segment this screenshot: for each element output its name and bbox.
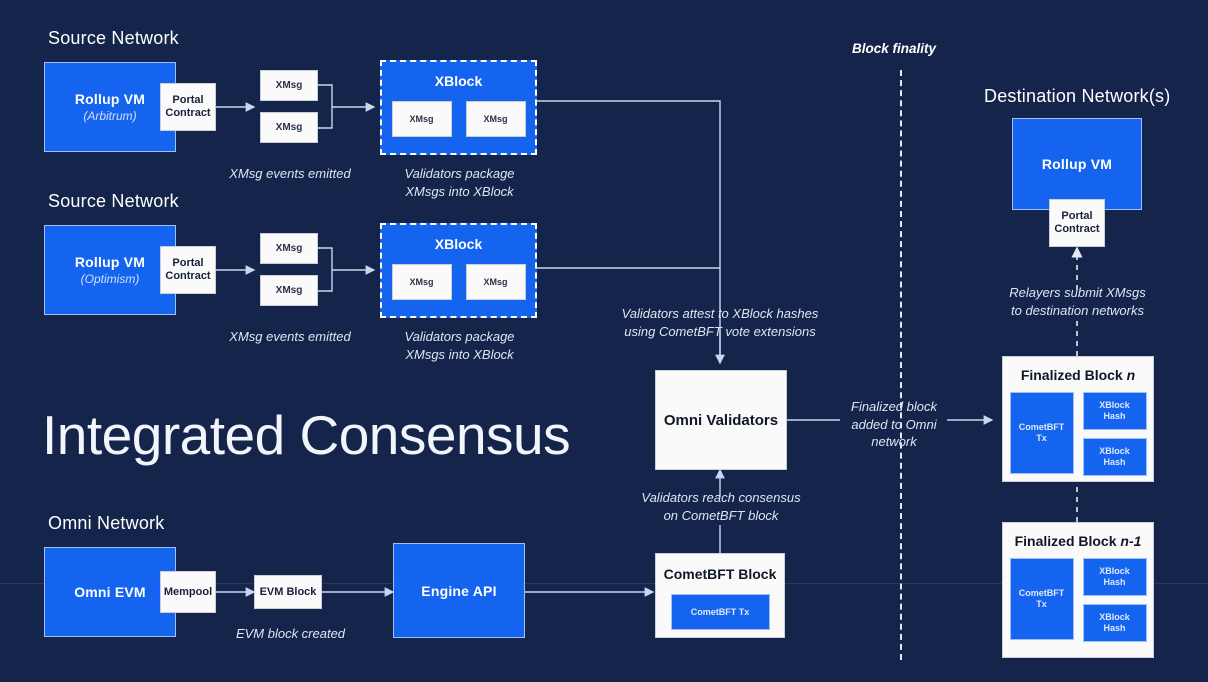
engine-api-label: Engine API xyxy=(421,582,497,599)
cometbft-tx-chip: CometBFT Tx xyxy=(1009,558,1074,640)
rollup-vm-chain: (Optimism) xyxy=(80,272,140,286)
evm-block-label: EVM Block xyxy=(259,585,317,598)
cometbft-tx-chip: CometBFT Tx xyxy=(670,594,770,630)
xmsg-event-1b[interactable]: XMsg xyxy=(260,112,318,143)
xmsg-event-2b[interactable]: XMsg xyxy=(260,275,318,306)
finalized-block-index: n-1 xyxy=(1120,533,1142,549)
relayer-caption: Relayers submit XMsgs to destination net… xyxy=(1009,285,1146,318)
xmsg-label: XMsg xyxy=(275,243,303,254)
destination-network-title: Destination Network(s) xyxy=(984,86,1171,106)
omni-evm-label: Omni EVM xyxy=(74,584,146,600)
finalized-block-title-prefix: Finalized Block xyxy=(1020,367,1127,383)
cometbft-block-box[interactable]: CometBFT Block CometBFT Tx xyxy=(655,553,785,638)
portal-contract-label: Portal Contract xyxy=(165,94,211,119)
portal-contract-arbitrum[interactable]: Portal Contract xyxy=(160,83,216,131)
portal-contract-optimism[interactable]: Portal Contract xyxy=(160,246,216,294)
guide-line-horizontal xyxy=(0,583,1208,584)
rollup-vm-name: Rollup VM xyxy=(1041,156,1113,172)
xmsg-event-2a[interactable]: XMsg xyxy=(260,233,318,264)
rollup-vm-optimism[interactable]: Rollup VM (Optimism) xyxy=(44,225,176,315)
finalized-block-caption: Finalized block added to Omni network xyxy=(851,399,937,450)
block-finality-label: Block finality xyxy=(852,41,937,56)
xmsg-events-caption-1: XMsg events emitted xyxy=(229,166,351,181)
omni-validators-box[interactable]: Omni Validators xyxy=(655,370,787,470)
xblock-hash-chip: XBlock Hash xyxy=(1082,558,1147,596)
finalized-block-n[interactable]: Finalized Block n CometBFT Tx XBlock Has… xyxy=(1002,356,1154,482)
xblock-1[interactable]: XBlock XMsg XMsg xyxy=(380,60,537,155)
page-title: Integrated Consensus xyxy=(42,404,571,466)
xblock-title: XBlock xyxy=(434,236,483,252)
xblock-hash-chip: XBlock Hash xyxy=(1082,604,1147,642)
xmsg-events-caption-2: XMsg events emitted xyxy=(229,329,351,344)
finalized-block-index: n xyxy=(1126,367,1136,383)
mempool-box[interactable]: Mempool xyxy=(160,571,216,613)
xmsg-label: XMsg xyxy=(275,80,303,91)
consensus-caption: Validators reach consensus on CometBFT b… xyxy=(641,490,801,523)
omni-network-title: Omni Network xyxy=(48,513,165,533)
source-network-2-title: Source Network xyxy=(48,191,179,211)
xblock-xmsg-2b: XMsg xyxy=(465,264,526,300)
xblock-xmsg-1a: XMsg xyxy=(391,101,452,137)
rollup-vm-arbitrum[interactable]: Rollup VM (Arbitrum) xyxy=(44,62,176,152)
destination-rollup-vm[interactable]: Rollup VM xyxy=(1012,118,1142,210)
cometbft-tx-chip: CometBFT Tx xyxy=(1009,392,1074,474)
xblock-hash-chip: XBlock Hash xyxy=(1082,438,1147,476)
attest-caption: Validators attest to XBlock hashes using… xyxy=(621,306,819,339)
xblock-caption-1: Validators package XMsgs into XBlock xyxy=(404,166,515,199)
cometbft-block-title: CometBFT Block xyxy=(663,566,777,582)
finalized-block-title: Finalized Block n xyxy=(1021,367,1135,383)
destination-portal-contract[interactable]: Portal Contract xyxy=(1049,199,1105,247)
xmsg-label: XMsg xyxy=(275,122,303,133)
xblock-2[interactable]: XBlock XMsg XMsg xyxy=(380,223,537,318)
source-network-1-title: Source Network xyxy=(48,28,179,48)
finalized-block-title: Finalized Block n-1 xyxy=(1015,533,1142,549)
finalized-block-title-prefix: Finalized Block xyxy=(1014,533,1121,549)
xblock-xmsg-2a: XMsg xyxy=(391,264,452,300)
xblock-caption-2: Validators package XMsgs into XBlock xyxy=(404,329,515,362)
omni-evm-box[interactable]: Omni EVM xyxy=(44,547,176,637)
engine-api-box[interactable]: Engine API xyxy=(393,543,525,638)
finalized-block-n-minus-1[interactable]: Finalized Block n-1 CometBFT Tx XBlock H… xyxy=(1002,522,1154,658)
xblock-xmsg-1b: XMsg xyxy=(465,101,526,137)
block-finality-divider xyxy=(900,70,902,660)
xblock-hash-chip: XBlock Hash xyxy=(1082,392,1147,430)
omni-validators-label: Omni Validators xyxy=(663,411,779,429)
portal-contract-label: Portal Contract xyxy=(1054,210,1100,235)
rollup-vm-name: Rollup VM xyxy=(74,254,146,270)
mempool-label: Mempool xyxy=(163,585,213,598)
xmsg-event-1a[interactable]: XMsg xyxy=(260,70,318,101)
rollup-vm-chain: (Arbitrum) xyxy=(83,109,137,123)
xblock-title: XBlock xyxy=(434,73,483,89)
evm-block-caption: EVM block created xyxy=(235,626,346,641)
evm-block-box[interactable]: EVM Block xyxy=(254,575,322,609)
rollup-vm-name: Rollup VM xyxy=(74,91,146,107)
portal-contract-label: Portal Contract xyxy=(165,257,211,282)
xmsg-label: XMsg xyxy=(275,285,303,296)
